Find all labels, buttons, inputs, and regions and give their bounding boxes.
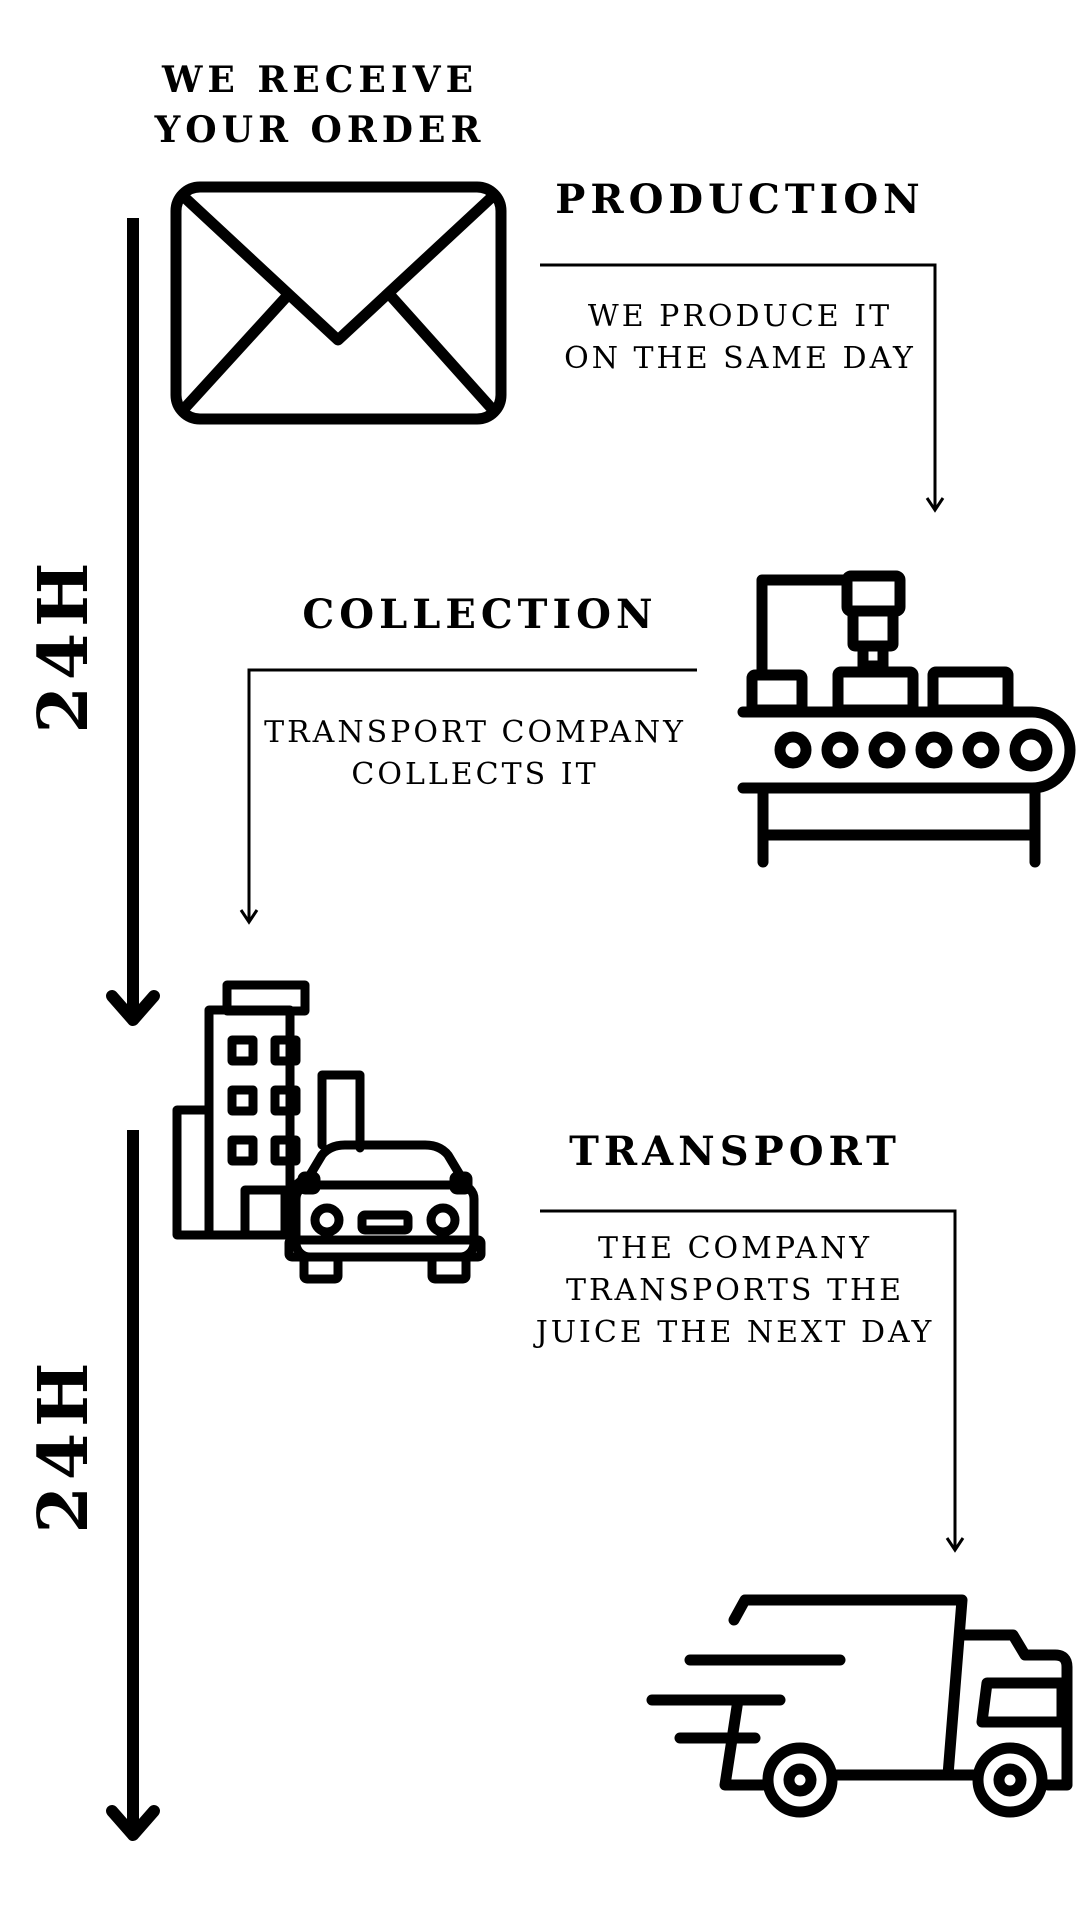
collection-desc-line1: TRANSPORT COMPANY: [264, 715, 686, 750]
delivery-truck-icon: [646, 1594, 1073, 1818]
transport-title: TRANSPORT: [569, 1128, 901, 1175]
conveyor-belt-icon: [737, 570, 1076, 868]
receive-title-line2: YOUR ORDER: [154, 109, 486, 151]
collection-title: COLLECTION: [302, 591, 658, 638]
transport-desc-line3: JUICE THE NEXT DAY: [535, 1315, 935, 1350]
envelope-icon: [170, 181, 507, 425]
receive-title-line1: WE RECEIVE: [161, 59, 479, 101]
transport-connector-arrow: [540, 1209, 965, 1553]
timeline-arrow-first: [106, 218, 160, 1026]
production-connector-arrow: [540, 263, 945, 513]
production-desc-line1: WE PRODUCE IT: [587, 299, 893, 334]
transport-desc-line2: TRANSPORTS THE: [565, 1273, 905, 1308]
building-car-icon: [172, 980, 486, 1284]
collection-desc-line2: COLLECTS IT: [351, 757, 599, 792]
collection-connector-arrow: [239, 668, 697, 925]
production-desc-line2: ON THE SAME DAY: [564, 341, 916, 376]
production-title: PRODUCTION: [555, 176, 925, 223]
transport-description: THE COMPANY TRANSPORTS THE JUICE THE NEX…: [520, 1228, 950, 1354]
collection-description: TRANSPORT COMPANY COLLECTS IT: [240, 712, 710, 796]
timeline-arrow-second: [106, 1130, 160, 1841]
production-description: WE PRODUCE IT ON THE SAME DAY: [540, 296, 940, 380]
transport-desc-line1: THE COMPANY: [597, 1231, 873, 1266]
receive-title: WE RECEIVE YOUR ORDER: [140, 55, 500, 155]
